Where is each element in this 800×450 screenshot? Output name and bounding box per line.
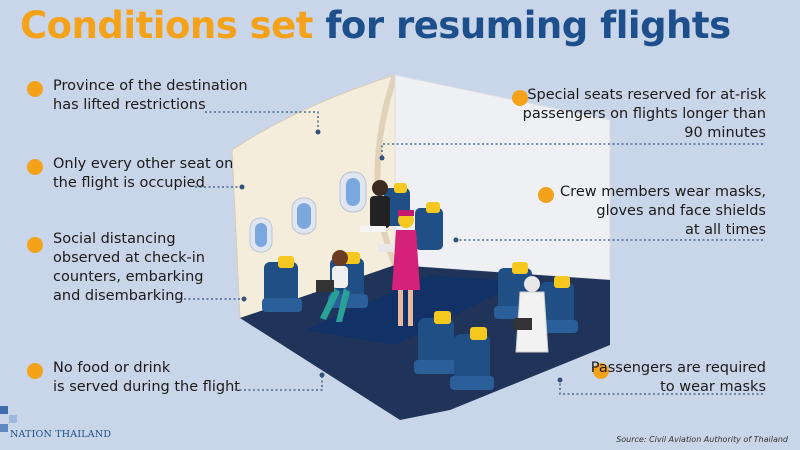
condition-item: Province of the destination has lifted r…	[53, 77, 248, 115]
condition-line: at all times	[684, 222, 766, 238]
condition-line: and disembarking	[53, 288, 184, 304]
condition-line: Crew members wear masks,	[560, 184, 766, 200]
condition-item: No food or drink is served during the fl…	[53, 359, 240, 397]
condition-item: Special seats reserved for at-risk passe…	[523, 86, 766, 143]
seat-row	[450, 327, 494, 390]
condition-line: 90 minutes	[684, 125, 766, 141]
window-icon	[291, 197, 317, 235]
cabin-wall-edge	[374, 74, 398, 267]
condition-item: Crew members wear masks, gloves and face…	[560, 183, 766, 240]
condition-line: counters, embarking	[53, 269, 204, 285]
condition-line: passengers on flights longer than	[522, 106, 766, 122]
seat-row	[414, 311, 458, 374]
condition-line: Only every other seat on	[53, 156, 234, 172]
title-part-blue: for resuming flights	[325, 4, 731, 47]
condition-line: observed at check-in	[53, 250, 205, 266]
bullet-dot	[593, 363, 609, 379]
title-part-orange: Conditions set	[20, 4, 313, 47]
bullet-dot	[27, 363, 43, 379]
source-note: Source: Civil Aviation Authority of Thai…	[616, 435, 788, 444]
condition-line: Passengers are required	[590, 360, 766, 376]
attendant-figure	[360, 180, 390, 232]
window-icon	[339, 171, 367, 213]
condition-line: the flight is occupied	[53, 175, 205, 191]
passenger-figure	[316, 250, 350, 322]
brand-logo: NATION THAILAND	[10, 429, 112, 440]
window-icon	[249, 217, 273, 253]
condition-item: Passengers are required to wear masks	[591, 359, 766, 397]
condition-line: Special seats reserved for at-risk	[527, 87, 766, 103]
condition-line: Province of the destination	[53, 78, 248, 94]
condition-line: to wear masks	[660, 379, 766, 395]
page-title: Conditions set for resuming flights	[20, 4, 731, 47]
condition-line: Social distancing	[53, 231, 176, 247]
bullet-dot	[538, 187, 554, 203]
bullet-dot	[27, 159, 43, 175]
condition-line: No food or drink	[53, 360, 171, 376]
bullet-dot	[27, 237, 43, 253]
connector-lines	[175, 111, 763, 395]
passenger-figure	[514, 276, 549, 353]
condition-item: Only every other seat on the flight is o…	[53, 155, 233, 193]
seat-row	[262, 256, 302, 312]
seat-row	[415, 202, 443, 250]
condition-item: Social distancing observed at check-in c…	[53, 230, 205, 306]
condition-line: is served during the flight	[53, 379, 240, 395]
attendant-figure	[378, 210, 420, 326]
condition-line: gloves and face shields	[596, 203, 766, 219]
bullet-dot	[27, 81, 43, 97]
connector-ends	[239, 129, 563, 383]
condition-line: has lifted restrictions	[53, 97, 206, 113]
bullet-dot	[512, 90, 528, 106]
